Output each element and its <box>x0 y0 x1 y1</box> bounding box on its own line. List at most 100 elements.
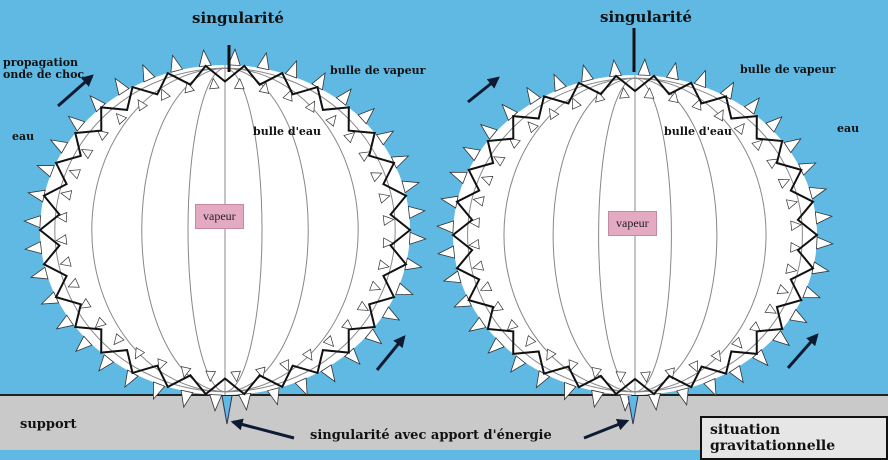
inner-spike <box>733 122 745 136</box>
inner-spike <box>258 81 270 94</box>
inner-spike <box>640 371 651 383</box>
left-meridians <box>54 65 396 395</box>
inner-spike <box>546 348 557 361</box>
shock-spike <box>114 77 130 96</box>
inner-spike <box>766 158 779 170</box>
inner-spike <box>713 109 724 122</box>
shock-spike <box>27 189 46 203</box>
shock-spike <box>765 116 783 133</box>
inner-spike <box>55 211 68 223</box>
inner-spike <box>115 112 128 125</box>
shock-spike <box>152 381 166 401</box>
shock-spike <box>209 394 223 412</box>
shock-spike <box>802 285 822 299</box>
inner-spike <box>643 87 655 99</box>
inner-spike <box>301 348 313 361</box>
inner-spike <box>688 360 698 373</box>
inner-spike <box>55 234 68 245</box>
inner-spike <box>356 300 370 311</box>
shock-spike <box>637 58 651 76</box>
inner-spike <box>325 114 337 127</box>
inner-spike <box>134 347 146 360</box>
shock-spike <box>180 389 194 409</box>
inner-spike <box>96 129 109 142</box>
shock-spike <box>198 48 212 68</box>
inner-spike <box>233 77 245 90</box>
label-bulle-vapeur-right: bulle de vapeur <box>740 63 836 76</box>
label-bulle-eau-right: bulle d'eau <box>664 125 733 138</box>
inner-spike <box>595 90 606 103</box>
shock-spike <box>335 88 352 106</box>
shock-spike <box>665 61 679 81</box>
shock-spike <box>170 54 184 73</box>
singularity-bottom-left <box>221 395 233 425</box>
label-situation-gravitationnelle: situation gravitationnelle <box>700 416 888 460</box>
shock-spike <box>510 355 527 373</box>
shock-spike <box>526 86 542 105</box>
shock-spike <box>320 364 336 383</box>
inner-spike <box>180 366 192 379</box>
inner-spike <box>572 97 582 110</box>
inner-spike <box>710 349 722 363</box>
inner-spike <box>471 260 485 271</box>
inner-spike <box>667 91 679 104</box>
shock-spike <box>811 261 830 275</box>
inner-spike <box>749 321 762 333</box>
inner-spike <box>79 298 92 309</box>
inner-spike <box>664 367 675 380</box>
inner-spike <box>382 215 395 226</box>
arrow-energy-left <box>230 418 295 440</box>
inner-spike <box>184 81 195 94</box>
inner-spike <box>59 256 72 267</box>
shock-spike <box>442 270 462 284</box>
inner-spike <box>370 172 383 183</box>
shock-spike <box>564 381 577 401</box>
shock-spike <box>23 215 41 229</box>
shock-spike <box>401 180 421 194</box>
shock-spike <box>409 231 427 245</box>
inner-spike <box>209 77 220 90</box>
inner-spike <box>619 87 630 99</box>
left-bubble <box>23 48 427 412</box>
inner-spike <box>341 318 354 331</box>
shock-spike <box>436 245 456 259</box>
shock-spike <box>375 130 395 146</box>
inner-spike <box>322 335 335 348</box>
inner-spike <box>751 139 764 152</box>
diagram-canvas <box>0 28 888 450</box>
inner-spike <box>304 100 316 113</box>
shock-spike <box>284 59 298 79</box>
label-eau-left: eau <box>12 130 35 143</box>
shock-spike <box>357 107 375 125</box>
shock-spike <box>36 165 55 178</box>
shock-spike <box>816 236 834 250</box>
inner-spike <box>491 300 504 312</box>
shock-spike <box>436 220 454 234</box>
label-propagation: propagation onde de choc <box>3 56 85 82</box>
inner-spike <box>480 176 494 187</box>
shock-spike <box>24 241 43 255</box>
label-singularite-left: singularité <box>192 9 284 27</box>
left-zigzag-outline <box>38 64 412 396</box>
shock-spike <box>479 123 498 140</box>
shock-spike <box>266 387 280 406</box>
inner-spike <box>60 190 73 201</box>
shock-spike <box>294 377 308 397</box>
shock-spike <box>808 186 828 200</box>
shock-spike <box>364 328 383 345</box>
shock-spike <box>581 64 594 83</box>
inner-spike <box>591 366 603 379</box>
arrow-left-bubble-bottomright <box>375 335 406 371</box>
shock-spike <box>462 146 481 162</box>
shock-spike <box>407 205 426 219</box>
shock-spike <box>609 58 623 78</box>
label-vapeur-right: vapeur <box>608 211 657 236</box>
inner-spike <box>785 263 798 274</box>
inner-spike <box>67 277 80 288</box>
label-eau-right: eau <box>837 122 860 135</box>
inner-spike <box>80 149 94 160</box>
inner-spike <box>731 336 743 349</box>
shock-spike <box>553 73 567 92</box>
right-meridians <box>467 75 803 395</box>
shock-spike <box>98 354 115 372</box>
